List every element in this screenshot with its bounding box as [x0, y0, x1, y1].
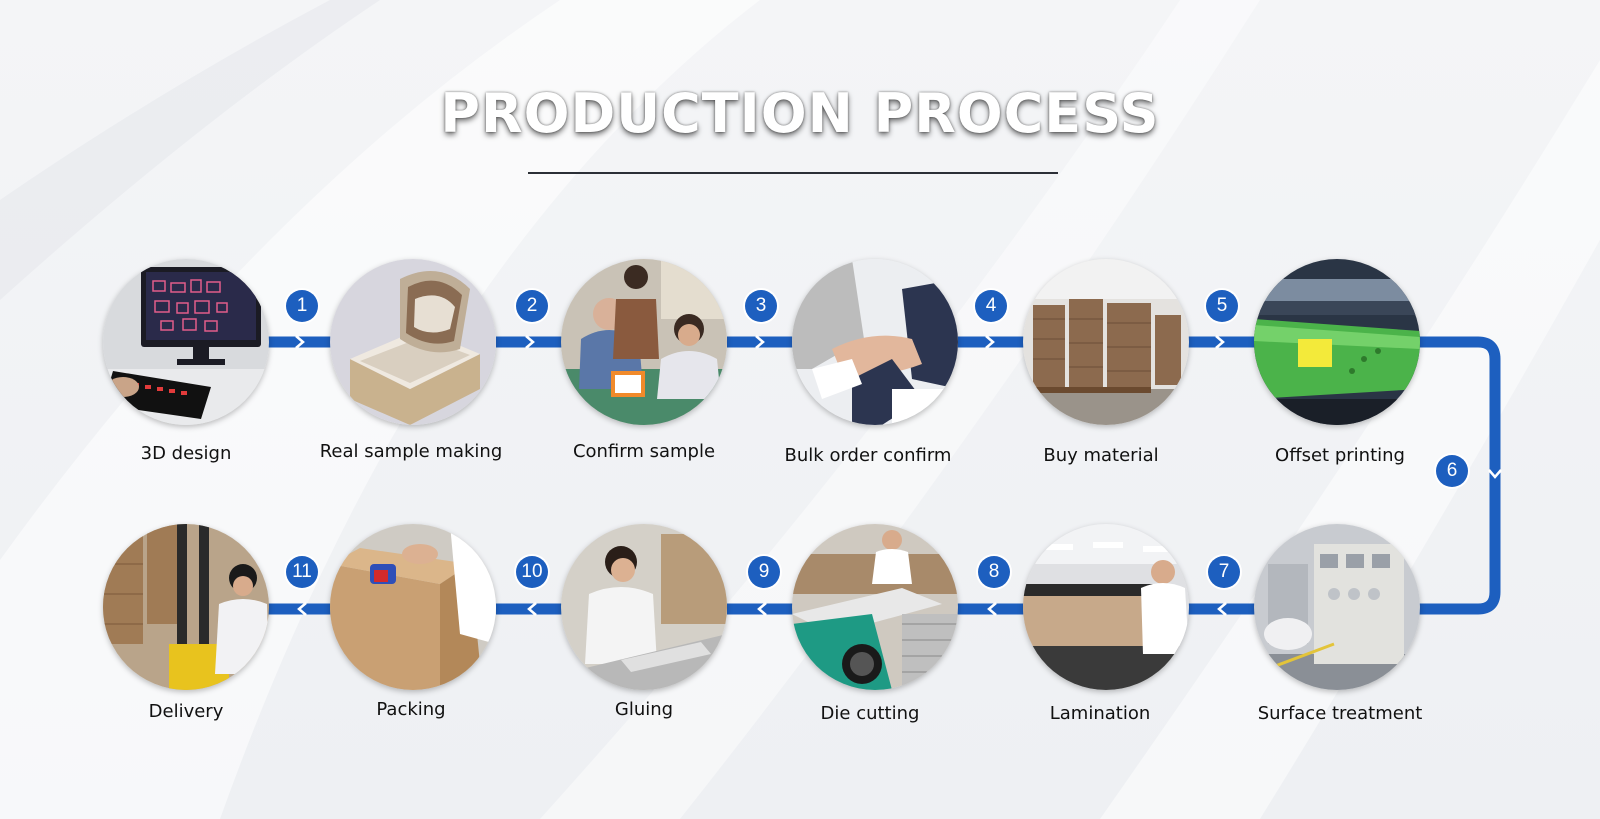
- step-badge-11: 11: [286, 556, 318, 588]
- chevron-left-icon: [757, 602, 767, 616]
- page-title: PRODUCTION PROCESS: [440, 82, 1160, 145]
- step-badge-1: 1: [286, 290, 318, 322]
- sample-box-icon: [330, 259, 496, 425]
- step-label-8: Lamination: [1049, 703, 1151, 724]
- step-label-6: Offset printing: [1275, 445, 1405, 466]
- chevron-right-icon: [985, 335, 995, 349]
- step-badge-4: 4: [975, 290, 1007, 322]
- forklift-delivery-icon: [103, 524, 269, 690]
- step-8-photo: [1023, 524, 1189, 690]
- step-6-photo: [1254, 259, 1420, 425]
- packing-icon: [330, 524, 496, 690]
- step-7-photo: [1254, 524, 1420, 690]
- step-label-5: Buy material: [1043, 445, 1159, 466]
- step-9-photo: [792, 524, 958, 690]
- chevron-right-icon: [1215, 335, 1225, 349]
- step-label-2: Real sample making: [319, 441, 503, 462]
- step-label-10: Gluing: [614, 699, 674, 720]
- lamination-icon: [1023, 524, 1189, 690]
- chevron-left-icon: [1217, 602, 1227, 616]
- step-badge-10: 10: [516, 556, 548, 588]
- step-label-4: Bulk order confirm: [784, 445, 952, 466]
- step-badge-7: 7: [1208, 556, 1240, 588]
- cardboard-stack-icon: [1023, 259, 1189, 425]
- step-label-12: Delivery: [148, 701, 224, 722]
- chevron-left-icon: [987, 602, 997, 616]
- chevron-right-icon: [755, 335, 765, 349]
- step-badge-5: 5: [1206, 290, 1238, 322]
- step-1-photo: [103, 259, 269, 425]
- step-badge-8: 8: [978, 556, 1010, 588]
- step-label-11: Packing: [376, 699, 446, 720]
- die-cutting-icon: [792, 524, 958, 690]
- chevron-left-icon: [297, 602, 307, 616]
- step-badge-9: 9: [748, 556, 780, 588]
- step-12-photo: [103, 524, 269, 690]
- gluing-icon: [561, 524, 727, 690]
- step-badge-2: 2: [516, 290, 548, 322]
- chevron-right-icon: [295, 335, 305, 349]
- step-label-9: Die cutting: [820, 703, 920, 724]
- chevron-down-icon: [1488, 469, 1502, 479]
- step-10-photo: [561, 524, 727, 690]
- printing-press-icon: [1254, 259, 1420, 425]
- step-badge-3: 3: [745, 290, 777, 322]
- step-label-1: 3D design: [140, 443, 232, 464]
- title-underline: [528, 172, 1058, 174]
- chevron-right-icon: [525, 335, 535, 349]
- step-label-7: Surface treatment: [1257, 703, 1423, 724]
- computer-design-icon: [103, 259, 269, 425]
- step-3-photo: [561, 259, 727, 425]
- step-2-photo: [330, 259, 496, 425]
- coating-machine-icon: [1254, 524, 1420, 690]
- meeting-icon: [561, 259, 727, 425]
- handshake-icon: [792, 259, 958, 425]
- step-4-photo: [792, 259, 958, 425]
- step-11-photo: [330, 524, 496, 690]
- chevron-left-icon: [527, 602, 537, 616]
- step-badge-6: 6: [1436, 455, 1468, 487]
- step-label-3: Confirm sample: [572, 441, 716, 462]
- step-5-photo: [1023, 259, 1189, 425]
